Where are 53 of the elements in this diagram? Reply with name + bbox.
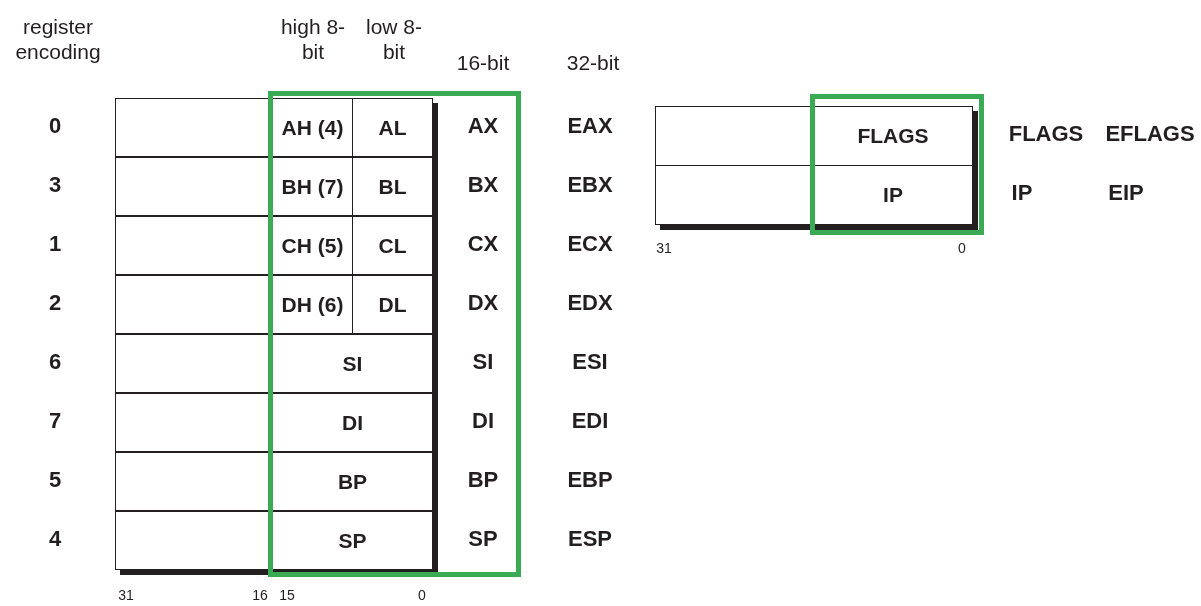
- register-name: SI: [472, 349, 494, 376]
- register-number: 7: [48, 408, 62, 435]
- register-cell: SP: [272, 511, 433, 570]
- register-cell: CL: [352, 216, 433, 275]
- register-cell: BP: [272, 452, 433, 511]
- column-header: low 8-bit: [365, 14, 423, 65]
- register-name: CX: [467, 231, 499, 258]
- bit-number: 31: [118, 587, 134, 604]
- register-name: EFLAGS: [1105, 121, 1195, 148]
- column-header: register encoding: [14, 14, 102, 65]
- register-name: EAX: [567, 113, 613, 140]
- register-cell: FLAGS: [813, 106, 973, 166]
- register-name: SP: [468, 526, 498, 553]
- register-cell: AH (4): [272, 98, 353, 157]
- bit-number: 0: [418, 587, 426, 604]
- register-cell: SI: [272, 334, 433, 393]
- register-cell: DI: [272, 393, 433, 452]
- register-cell: IP: [813, 165, 973, 225]
- register-name: DX: [467, 290, 499, 317]
- register-name: BP: [467, 467, 499, 494]
- register-name: EIP: [1108, 180, 1144, 207]
- register-number: 2: [48, 290, 62, 317]
- register-number: 1: [48, 231, 62, 258]
- register-name: BX: [467, 172, 499, 199]
- register-cell: DH (6): [272, 275, 353, 334]
- register-cell: BH (7): [272, 157, 353, 216]
- register-name: DI: [472, 408, 494, 435]
- column-header: high 8-bit: [279, 14, 347, 65]
- column-header: 16-bit: [456, 50, 510, 76]
- register-name: EDX: [567, 290, 613, 317]
- register-name: AX: [467, 113, 499, 140]
- bit-number: 31: [656, 240, 672, 257]
- register-number: 0: [48, 113, 62, 140]
- register-number: 6: [48, 349, 62, 376]
- column-header: 32-bit: [566, 50, 620, 76]
- register-name: IP: [1011, 180, 1033, 207]
- register-name: ESI: [572, 349, 608, 376]
- register-name: EBP: [567, 467, 613, 494]
- register-name: FLAGS: [1008, 121, 1084, 148]
- bit-number: 16: [252, 587, 268, 604]
- register-number: 4: [48, 526, 62, 553]
- register-number: 3: [48, 172, 62, 199]
- register-cell: BL: [352, 157, 433, 216]
- register-name: EDI: [571, 408, 609, 435]
- register-cell: CH (5): [272, 216, 353, 275]
- register-cell: AL: [352, 98, 433, 157]
- register-cell: DL: [352, 275, 433, 334]
- register-name: ESP: [568, 526, 612, 553]
- register-name: EBX: [567, 172, 613, 199]
- register-name: ECX: [567, 231, 613, 258]
- bit-number: 0: [958, 240, 966, 257]
- register-number: 5: [48, 467, 62, 494]
- bit-number: 15: [279, 587, 295, 604]
